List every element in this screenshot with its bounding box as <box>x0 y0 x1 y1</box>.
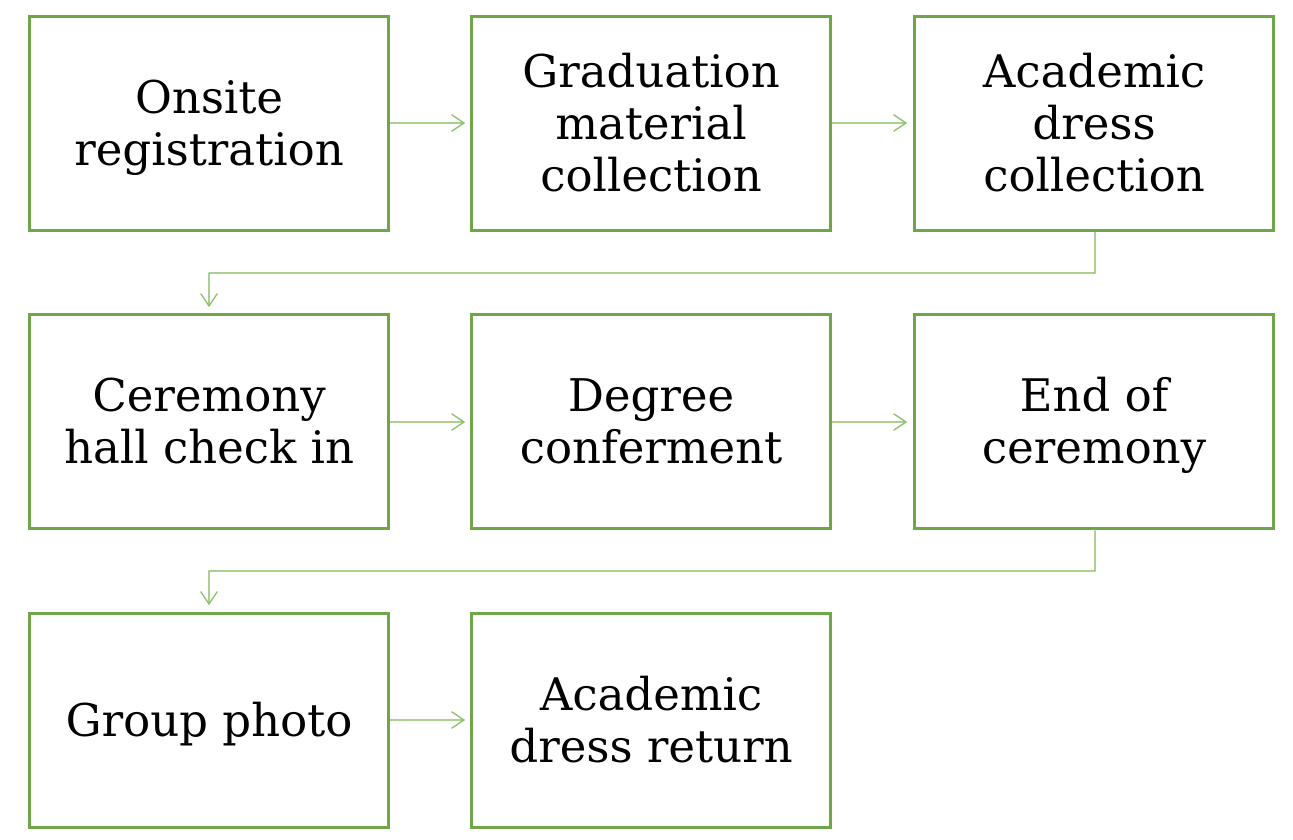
arrow-step-4-to-step-5 <box>389 413 465 431</box>
arrow-step-7-to-step-8 <box>389 711 465 729</box>
step-label: Graduation material collection <box>522 44 780 202</box>
step-label: Onsite registration <box>74 70 344 176</box>
arrow-step-5-to-step-6 <box>831 413 907 431</box>
step-box-academic-dress-return: Academic dress return <box>470 612 832 829</box>
step-label: Group photo <box>65 693 353 747</box>
step-label: Degree conferment <box>519 368 783 474</box>
step-label: Ceremony hall check in <box>64 368 354 474</box>
step-box-end-of-ceremony: End of ceremony <box>913 313 1275 530</box>
arrow-step-6-to-step-7 <box>200 530 1096 605</box>
step-box-degree-conferment: Degree conferment <box>470 313 832 530</box>
step-box-ceremony-hall-check-in: Ceremony hall check in <box>28 313 390 530</box>
arrow-step-2-to-step-3 <box>831 114 907 132</box>
step-box-graduation-material-collection: Graduation material collection <box>470 15 832 232</box>
step-box-group-photo: Group photo <box>28 612 390 829</box>
step-box-onsite-registration: Onsite registration <box>28 15 390 232</box>
step-label: End of ceremony <box>981 368 1207 474</box>
step-box-academic-dress-collection: Academic dress collection <box>913 15 1275 232</box>
arrow-step-3-to-step-4 <box>200 231 1096 307</box>
arrow-step-1-to-step-2 <box>389 114 465 132</box>
step-label: Academic dress return <box>509 667 793 773</box>
step-label: Academic dress collection <box>982 44 1206 202</box>
